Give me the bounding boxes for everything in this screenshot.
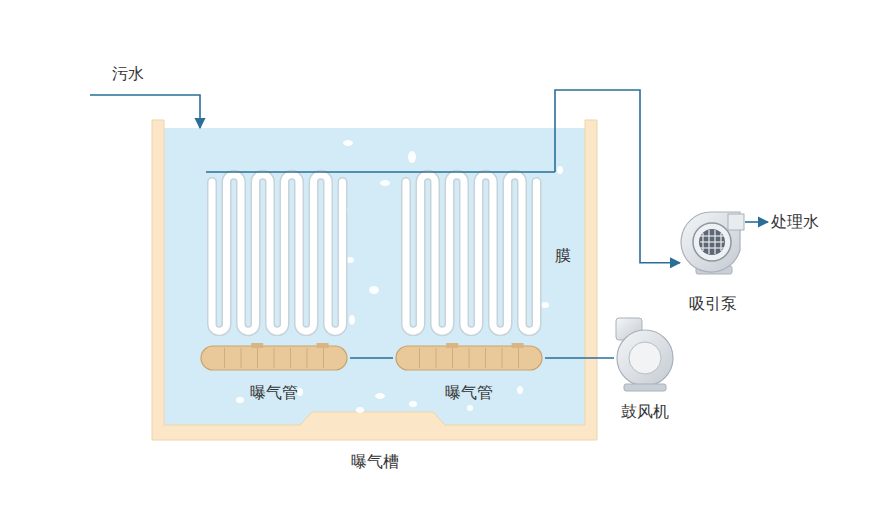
flow-label: 污水	[112, 64, 144, 84]
node-label: 膜	[555, 246, 571, 266]
node-label: 吸引泵	[689, 294, 737, 314]
pump-icon	[681, 212, 744, 274]
pipe-connector	[350, 357, 393, 359]
membrane-module: 膜	[200, 172, 575, 332]
suction-pump: 吸引泵	[680, 205, 746, 273]
pipe-connector	[545, 357, 614, 359]
node-label: 曝气管	[445, 383, 493, 403]
tank-wall	[152, 120, 597, 440]
aeration-pipe: 曝气管	[198, 343, 350, 373]
node-label: 曝气管	[250, 383, 298, 403]
aeration-tank: 曝气槽膜曝气管曝气管	[152, 120, 597, 440]
manifold-pipe	[206, 171, 555, 173]
pipe-shape	[393, 343, 545, 373]
blower-icon	[616, 318, 673, 391]
pipe-connector	[555, 90, 680, 263]
membrane-tubes	[212, 175, 537, 332]
water	[164, 128, 585, 425]
flow-label: 处理水	[771, 212, 819, 232]
blower: 鼓风机	[614, 322, 676, 394]
pipe-shape	[198, 343, 350, 373]
aeration-pipe: 曝气管	[393, 343, 545, 373]
node-label: 鼓风机	[621, 402, 669, 422]
node-label: 曝气槽	[351, 452, 399, 472]
inflow-pipe	[90, 95, 200, 128]
outlet-pipe	[745, 221, 768, 223]
